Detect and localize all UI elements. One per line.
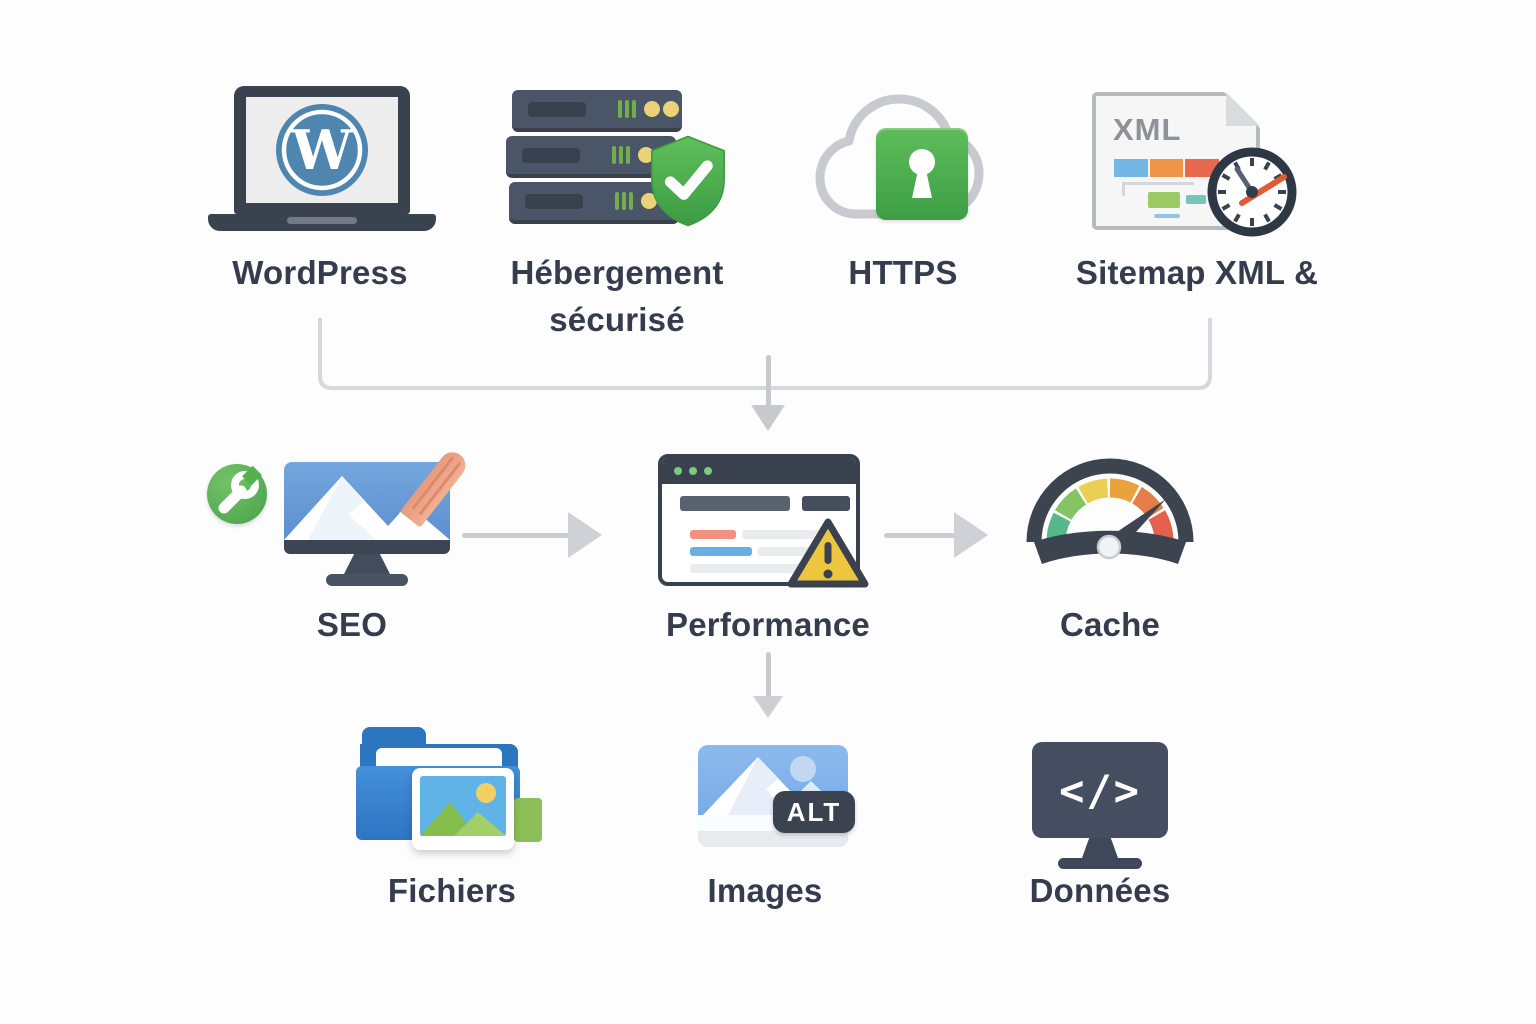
server-led-bar: [626, 146, 630, 164]
photo-card: [412, 768, 514, 850]
warning-triangle-icon: [787, 518, 869, 588]
window-dot: [704, 467, 712, 475]
xml-text: XML: [1113, 112, 1182, 147]
label-https: HTTPS: [848, 254, 958, 291]
content-bar-gray: [690, 564, 814, 573]
content-bar-gray: [758, 547, 824, 556]
laptop-base: [208, 214, 436, 231]
down-arrowhead: [751, 405, 785, 431]
gantt-dash-blue: [1154, 214, 1180, 218]
wrench-icon: [218, 465, 262, 514]
arrow-seo-performance-head: [568, 512, 602, 558]
shield-check-icon: [651, 135, 725, 227]
content-bar-blue: [690, 547, 752, 556]
code-glyph: </>: [1059, 765, 1141, 815]
code-monitor-neck: [1082, 838, 1118, 858]
toolbar-button: [802, 496, 850, 511]
server-led-bar: [625, 100, 629, 118]
server-led-bar: [632, 100, 636, 118]
wrench-badge-icon: [207, 464, 267, 524]
label-files: Fichiers: [387, 872, 517, 909]
alt-badge: ALT: [773, 791, 855, 833]
content-bar-salmon: [690, 530, 736, 539]
server-handle: [528, 102, 586, 117]
monitor-neck: [344, 554, 390, 574]
gantt-bar-green: [1148, 192, 1180, 208]
connector-down-line: [766, 355, 771, 407]
server-led-bar: [622, 192, 626, 210]
bracket-connector: [318, 318, 1212, 390]
server-led-bar: [618, 100, 622, 118]
content-bar-gray: [742, 530, 824, 539]
arrow-performance-cache-head: [954, 512, 988, 558]
arrow-performance-images-line: [766, 652, 771, 698]
server-led-light: [644, 101, 660, 117]
gantt-bar-teal: [1186, 195, 1206, 204]
label-hosting-line1: Hébergement: [510, 254, 724, 291]
keyhole-stem: [912, 170, 932, 198]
laptop-screen: W: [234, 86, 410, 214]
svg-text:W: W: [291, 118, 354, 182]
clock-icon: [1207, 147, 1297, 237]
server-led-bar: [615, 192, 619, 210]
server-unit: [506, 136, 676, 178]
green-block: [514, 798, 542, 842]
wordpress-logo-icon: W: [276, 104, 368, 196]
code-monitor-base: [1058, 858, 1142, 869]
server-handle: [525, 194, 583, 209]
server-unit: [509, 182, 679, 224]
browser-window: [658, 454, 860, 586]
server-led-bar: [629, 192, 633, 210]
label-cache: Cache: [1059, 606, 1161, 643]
window-dot: [674, 467, 682, 475]
label-seo: SEO: [316, 606, 388, 643]
connector-line: [1122, 182, 1194, 185]
label-images: Images: [707, 872, 823, 909]
image-caption-strip: [698, 831, 848, 847]
server-led-light: [641, 193, 657, 209]
gantt-bar-orange: [1150, 159, 1183, 177]
arrow-performance-cache-line: [884, 533, 956, 538]
label-performance: Performance: [666, 606, 870, 643]
browser-titlebar: [662, 458, 856, 484]
window-dot: [689, 467, 697, 475]
document-fold-shade: [1226, 92, 1260, 126]
server-unit: [512, 90, 682, 132]
padlock-icon: [876, 128, 968, 220]
label-sitemap: Sitemap XML &: [1075, 254, 1319, 291]
monitor-base: [326, 574, 408, 586]
arrow-performance-images-head: [753, 696, 783, 718]
laptop-trackpad: [287, 217, 357, 224]
arrow-seo-performance-line: [462, 533, 570, 538]
label-hosting-line2: sécurisé: [549, 301, 685, 338]
gantt-bar-blue: [1114, 159, 1148, 177]
connector-line: [1122, 182, 1125, 196]
server-handle: [522, 148, 580, 163]
server-led-bar: [619, 146, 623, 164]
server-led-light: [663, 101, 679, 117]
laptop-screen-inner: W: [246, 97, 398, 203]
photo-graphic: [420, 776, 506, 836]
monitor-bezel: [284, 540, 450, 554]
label-wordpress: WordPress: [232, 254, 408, 291]
label-data: Données: [1029, 872, 1171, 909]
gantt-bar-red: [1185, 159, 1219, 177]
toolbar-bar: [680, 496, 790, 511]
server-led-bar: [612, 146, 616, 164]
speedometer-icon: [1026, 458, 1194, 564]
code-monitor-screen: </>: [1032, 742, 1168, 838]
server-led-light: [638, 147, 654, 163]
